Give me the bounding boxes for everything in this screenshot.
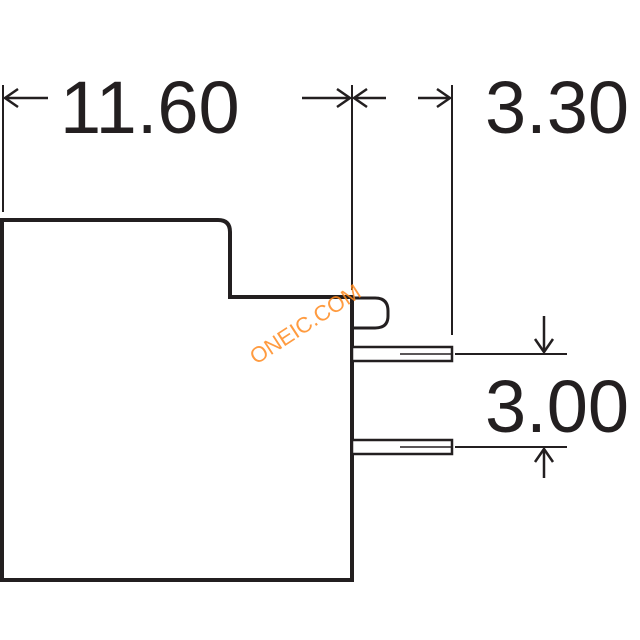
- pin-lower: [350, 438, 454, 456]
- latch-tab: [352, 296, 390, 330]
- pin-upper: [350, 345, 454, 363]
- dimension-arrows-pin-length: [351, 87, 453, 109]
- watermark-text: ONEIC.COM: [245, 279, 365, 369]
- dimension-label-pin-pitch: 3.00: [485, 365, 629, 448]
- dimension-arrows-pitch: [533, 316, 555, 478]
- component-body-outline: [0, 218, 354, 582]
- dimension-label-width: 11.60: [60, 66, 240, 149]
- dimension-label-pin-length: 3.30: [485, 66, 629, 149]
- dimension-arrows-width: [2, 87, 353, 109]
